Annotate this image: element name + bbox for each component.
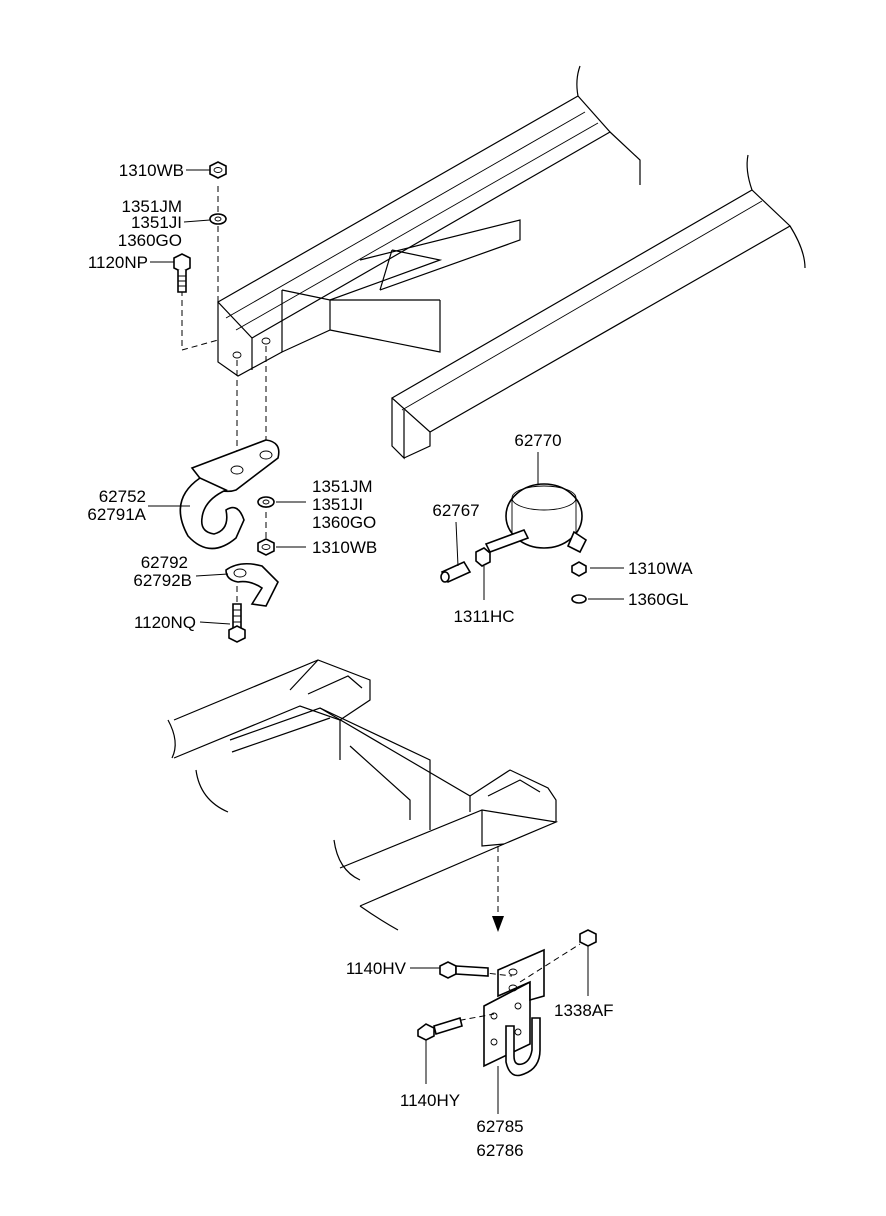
tow-hook-62752-icon <box>179 439 280 550</box>
nut-1310WB-mid-icon <box>257 538 275 556</box>
callout-62770: 62770 <box>514 431 561 450</box>
callout-1351JI-mid: 1351JI <box>312 495 363 514</box>
callout-1310WB-top: 1310WB <box>119 161 184 180</box>
callout-1120NP: 1120NP <box>88 253 148 272</box>
nut-1338AF-icon <box>579 929 597 947</box>
callout-1140HY: 1140HY <box>400 1091 460 1110</box>
callout-62792: 62792 <box>141 553 188 572</box>
callout-62792B: 62792B <box>133 571 192 590</box>
front-frame-crossmember <box>167 659 559 931</box>
tow-hook-62785-icon <box>483 948 545 1077</box>
pin-62767-icon <box>440 560 472 584</box>
nut-1310WB-top-icon <box>209 161 227 179</box>
callout-62752: 62752 <box>99 487 146 506</box>
nut-1310WA-icon <box>571 561 587 577</box>
callout-1310WB-mid: 1310WB <box>312 538 377 557</box>
nut-1311HC-icon <box>475 547 491 567</box>
arrow-down-icon <box>492 916 504 932</box>
callout-62786: 62786 <box>476 1141 523 1160</box>
bolt-1140HV-icon <box>439 961 489 979</box>
callout-1338AF: 1338AF <box>554 1001 614 1020</box>
callout-1140HV: 1140HV <box>346 959 407 978</box>
callout-1360GO-top: 1360GO <box>118 231 182 250</box>
callout-1351JI-top: 1351JI <box>131 213 182 232</box>
leader-lines <box>148 169 624 1114</box>
callout-1351JM-top: 1351JM <box>122 197 182 216</box>
washer-1351JM-top-icon <box>209 213 227 225</box>
callout-62767: 62767 <box>432 501 479 520</box>
callout-1310WA: 1310WA <box>628 559 693 578</box>
rear-frame-rails <box>217 65 806 460</box>
bolt-1140HY-icon <box>417 1016 463 1041</box>
callout-1311HC: 1311HC <box>453 607 514 626</box>
washer-1360GL-icon <box>571 594 587 604</box>
hitch-body-62770-icon <box>484 483 588 554</box>
bracket-62792-icon <box>225 562 279 607</box>
bolt-1120NQ-icon <box>228 603 246 643</box>
callout-1360GO-mid: 1360GO <box>312 513 376 532</box>
callout-1120NQ: 1120NQ <box>134 613 196 632</box>
bolt-1120NP-icon <box>173 253 191 293</box>
callout-62791A: 62791A <box>87 505 146 524</box>
callout-1351JM-mid: 1351JM <box>312 477 372 496</box>
washer-1351JM-mid-icon <box>257 496 275 508</box>
callout-labels: 1310WB 1351JM 1351JI 1360GO 1120NP 62752… <box>87 161 693 1160</box>
callout-1360GL: 1360GL <box>628 590 689 609</box>
callout-62785: 62785 <box>476 1117 523 1136</box>
